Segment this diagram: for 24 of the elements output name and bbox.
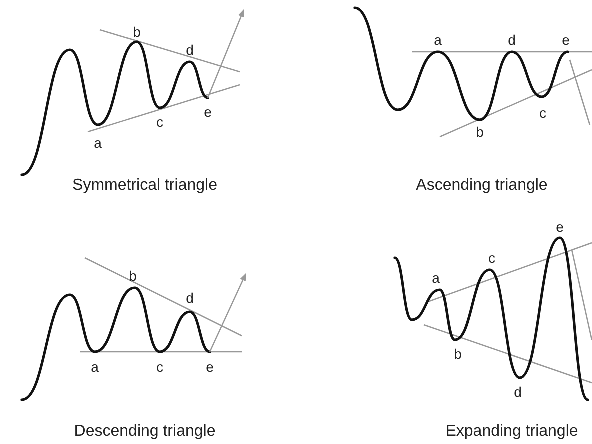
point-label: a (432, 271, 440, 285)
point-label: b (133, 25, 141, 39)
point-label: c (488, 251, 496, 265)
pattern-caption: Expanding triangle (446, 424, 578, 440)
point-label: e (206, 360, 214, 374)
point-label: b (454, 347, 462, 361)
point-label: e (556, 220, 564, 234)
point-label: b (129, 269, 137, 283)
point-label: b (476, 125, 484, 139)
point-label: d (186, 291, 194, 305)
point-label: a (91, 360, 99, 374)
point-label: c (540, 106, 546, 120)
point-label: d (508, 33, 516, 47)
point-label: c (156, 360, 164, 374)
pattern-caption: Symmetrical triangle (72, 178, 218, 194)
point-label: d (186, 43, 194, 57)
point-label: d (514, 385, 522, 399)
pattern-caption: Ascending triangle (416, 178, 548, 194)
point-label: e (204, 105, 212, 119)
point-label: a (434, 33, 442, 47)
pattern-caption: Descending triangle (74, 424, 216, 440)
point-label: c (156, 115, 164, 129)
point-label: a (94, 136, 102, 150)
point-label: e (562, 33, 570, 47)
